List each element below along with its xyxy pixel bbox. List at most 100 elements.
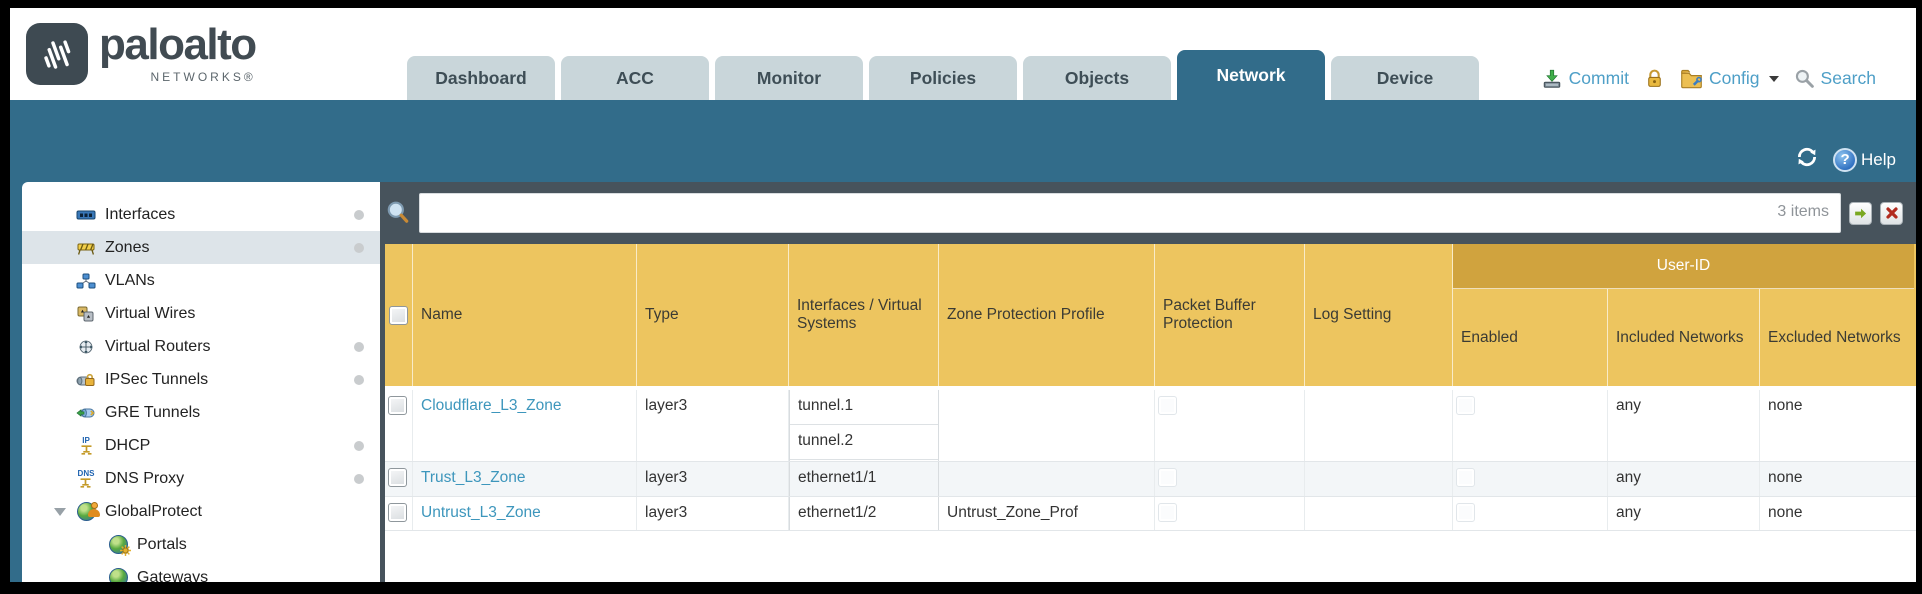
gateways-icon xyxy=(107,568,129,582)
log-setting-cell xyxy=(1305,462,1453,496)
tab-network[interactable]: Network xyxy=(1177,50,1325,100)
filter-magnifier-icon xyxy=(387,201,409,223)
zone-name-link[interactable]: Trust_L3_Zone xyxy=(421,469,526,486)
zones-table: Name Type Interfaces / Virtual Systems Z… xyxy=(385,244,1916,582)
sidebar-item-virtual-routers[interactable]: Virtual Routers xyxy=(22,330,380,363)
body: Interfaces Zones VLANs Virtual Wires xyxy=(10,182,1916,582)
clear-filter-button[interactable] xyxy=(1880,201,1903,225)
red-x-icon xyxy=(1885,207,1898,219)
ipsec-tunnels-icon xyxy=(75,370,97,389)
brand-text: paloalto xyxy=(99,20,257,69)
sidebar-item-virtual-wires[interactable]: Virtual Wires xyxy=(22,297,380,330)
user-id-enabled-cell xyxy=(1453,390,1608,461)
help-button[interactable]: ? Help xyxy=(1833,147,1896,172)
packet-buffer-protection-cell xyxy=(1155,462,1305,496)
sidebar-label: Virtual Routers xyxy=(105,337,211,355)
user-id-group: User-ID Enabled Included Networks Exclud… xyxy=(1453,244,1914,386)
sidebar-item-dns-proxy[interactable]: DNS DNS Proxy xyxy=(22,462,380,495)
packet-buffer-protection-cell xyxy=(1155,497,1305,530)
refresh-icon xyxy=(1797,147,1817,167)
col-header-enabled[interactable]: Enabled xyxy=(1453,289,1608,386)
config-menu-button[interactable]: Config xyxy=(1680,67,1779,90)
sidebar-item-globalprotect[interactable]: GlobalProtect xyxy=(22,495,380,528)
interfaces-cell: tunnel.1 tunnel.2 xyxy=(789,390,939,461)
sidebar-item-portals[interactable]: Portals xyxy=(22,528,380,561)
tab-device[interactable]: Device xyxy=(1331,56,1479,100)
user-id-enabled-checkbox[interactable] xyxy=(1456,396,1475,415)
globalprotect-icon xyxy=(75,502,100,521)
col-header-log-setting[interactable]: Log Setting xyxy=(1305,244,1453,386)
apply-filter-button[interactable] xyxy=(1849,201,1872,225)
included-networks-cell: any xyxy=(1608,390,1760,461)
col-header-interfaces[interactable]: Interfaces / Virtual Systems xyxy=(789,244,939,386)
zone-type-cell: layer3 xyxy=(637,462,789,496)
col-header-included-networks[interactable]: Included Networks xyxy=(1608,289,1760,386)
sidebar-label: GRE Tunnels xyxy=(105,403,201,421)
top-bar: paloalto NETWORKS® Dashboard ACC Monitor… xyxy=(10,8,1916,100)
row-checkbox[interactable] xyxy=(388,468,407,487)
table-header: Name Type Interfaces / Virtual Systems Z… xyxy=(385,244,1916,386)
col-header-type[interactable]: Type xyxy=(637,244,789,386)
user-id-enabled-checkbox[interactable] xyxy=(1456,503,1475,522)
included-networks-cell: any xyxy=(1608,462,1760,496)
tab-acc[interactable]: ACC xyxy=(561,56,709,100)
zone-type-cell: layer3 xyxy=(637,497,789,530)
sidebar-item-ipsec-tunnels[interactable]: IPSec Tunnels xyxy=(22,363,380,396)
row-checkbox[interactable] xyxy=(388,396,407,415)
zone-name-link[interactable]: Untrust_L3_Zone xyxy=(421,504,541,521)
col-header-packet-buffer-protection[interactable]: Packet Buffer Protection xyxy=(1155,244,1305,386)
table-empty-area xyxy=(385,531,1916,582)
zone-type-cell: layer3 xyxy=(637,390,789,461)
status-dot xyxy=(354,342,364,352)
sidebar-label: IPSec Tunnels xyxy=(105,370,209,388)
user-id-group-header: User-ID xyxy=(1453,244,1914,289)
user-id-enabled-cell xyxy=(1453,462,1608,496)
zone-name-link[interactable]: Cloudflare_L3_Zone xyxy=(421,397,562,414)
interface-entry: tunnel.1 xyxy=(790,390,938,425)
col-header-name[interactable]: Name xyxy=(413,244,637,386)
lock-button[interactable] xyxy=(1644,68,1665,89)
refresh-button[interactable] xyxy=(1795,145,1819,174)
sidebar-item-dhcp[interactable]: IP DHCP xyxy=(22,429,380,462)
select-all-checkbox[interactable] xyxy=(389,305,408,325)
filter-input[interactable] xyxy=(419,193,1841,233)
sidebar-label: DHCP xyxy=(105,436,151,454)
user-id-enabled-checkbox[interactable] xyxy=(1456,468,1475,487)
interface-entry: ethernet1/1 xyxy=(790,462,938,496)
packet-buffer-checkbox[interactable] xyxy=(1158,396,1177,415)
sidebar-label: Virtual Wires xyxy=(105,304,196,322)
band-controls: ? Help xyxy=(1795,145,1896,174)
sidebar-item-vlans[interactable]: VLANs xyxy=(22,264,380,297)
tab-monitor[interactable]: Monitor xyxy=(715,56,863,100)
sidebar-label: Zones xyxy=(105,238,150,256)
excluded-networks-cell: none xyxy=(1768,504,1803,521)
commit-button[interactable]: Commit xyxy=(1541,68,1629,90)
portals-icon xyxy=(107,535,131,556)
packet-buffer-checkbox[interactable] xyxy=(1158,468,1177,487)
dns-proxy-icon: DNS xyxy=(75,469,97,488)
main-tabs: Dashboard ACC Monitor Policies Objects N… xyxy=(407,50,1479,100)
virtual-routers-icon xyxy=(75,337,97,356)
table-row: Untrust_L3_Zone layer3 ethernet1/2 Untru… xyxy=(385,497,1916,531)
packet-buffer-protection-cell xyxy=(1155,390,1305,461)
global-search-button[interactable]: Search xyxy=(1794,68,1876,89)
packet-buffer-checkbox[interactable] xyxy=(1158,503,1177,522)
sidebar-item-interfaces[interactable]: Interfaces xyxy=(22,198,380,231)
sidebar-item-gateways[interactable]: Gateways xyxy=(22,561,380,582)
sidebar-item-zones[interactable]: Zones xyxy=(22,231,380,264)
tab-policies[interactable]: Policies xyxy=(869,56,1017,100)
log-setting-cell xyxy=(1305,390,1453,461)
row-checkbox[interactable] xyxy=(388,503,407,522)
tab-dashboard[interactable]: Dashboard xyxy=(407,56,555,100)
user-id-enabled-cell xyxy=(1453,497,1608,530)
interfaces-icon xyxy=(75,205,97,224)
col-header-zone-protection-profile[interactable]: Zone Protection Profile xyxy=(939,244,1155,386)
dhcp-icon: IP xyxy=(75,436,97,455)
sidebar-item-gre-tunnels[interactable]: GRE Tunnels xyxy=(22,396,380,429)
top-actions: Commit Config xyxy=(1541,67,1876,90)
tab-objects[interactable]: Objects xyxy=(1023,56,1171,100)
paloalto-logo: paloalto NETWORKS® xyxy=(26,20,257,85)
col-header-excluded-networks[interactable]: Excluded Networks xyxy=(1768,328,1901,346)
expander-triangle-icon[interactable] xyxy=(54,508,66,516)
